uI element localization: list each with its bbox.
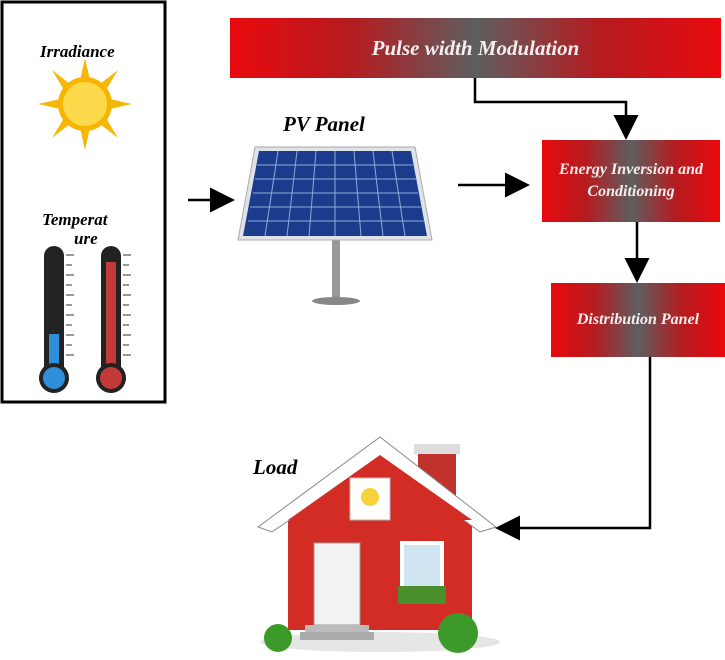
inputs-frame [0,0,167,404]
distribution-panel-box: Distribution Panel [551,283,725,357]
sun-icon [38,58,132,150]
energy-inversion-box: Energy Inversion and Conditioning [542,140,720,222]
pv-panel-label: PV Panel [283,112,365,136]
irradiance-label: Irradiance [40,42,115,61]
arrow-pwm-to-inverter [473,78,639,140]
thermometer-hot-icon [96,246,131,393]
temperature-label-line1: Temperat [42,210,108,229]
house-icon [256,436,500,653]
arrow-distribution-to-load [495,357,652,541]
load-label: Load [253,455,298,479]
solar-panel-icon [237,146,433,305]
temperature-label-line2: ure [74,229,98,248]
thermometer-cold-icon [39,246,74,393]
pwm-box: Pulse width Modulation [230,18,721,78]
